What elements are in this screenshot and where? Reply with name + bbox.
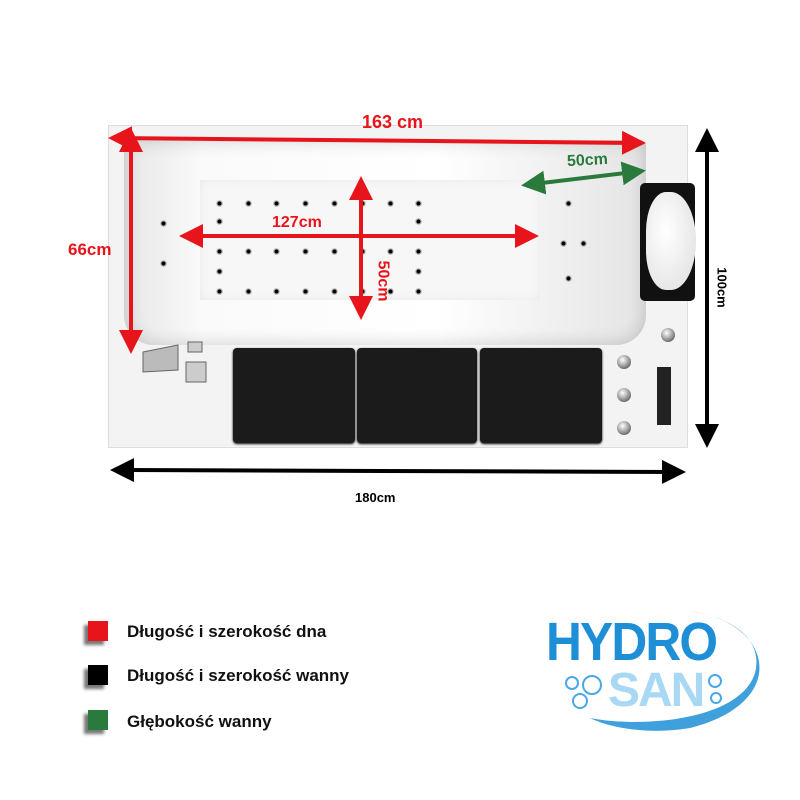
label-bottom-length: 163 cm — [362, 112, 424, 132]
jet-icon — [415, 248, 422, 255]
valve-knob — [617, 421, 631, 435]
jet-icon — [160, 260, 167, 267]
jet-icon — [580, 240, 587, 247]
control-display — [657, 367, 671, 425]
arrow-depth — [521, 161, 646, 195]
label-bottom-width: 66cm — [68, 240, 112, 259]
legend-swatch-green — [88, 710, 108, 730]
valve-knob — [617, 388, 631, 402]
jet-icon — [273, 288, 280, 295]
legend-label-depth: Głębokość wanny — [127, 712, 272, 731]
arrow-tub-length — [110, 458, 686, 484]
logo-swoosh — [565, 611, 760, 731]
hydrosan-logo: HYDRO SAN — [540, 603, 780, 733]
jet-icon — [302, 288, 309, 295]
jet-icon — [415, 268, 422, 275]
legend-swatch-red — [88, 621, 108, 641]
label-depth: 50cm — [566, 150, 609, 171]
jet-icon — [302, 200, 309, 207]
jet-icon — [216, 200, 223, 207]
jet-icon — [331, 288, 338, 295]
label-inner-width: 50cm — [374, 260, 392, 302]
seat-panel-right — [480, 348, 602, 443]
jet-icon — [302, 248, 309, 255]
logo-text-san: SAN — [608, 664, 705, 717]
jet-icon — [387, 288, 394, 295]
jet-icon — [273, 200, 280, 207]
jet-icon — [273, 248, 280, 255]
jet-icon — [160, 220, 167, 227]
jet-icon — [415, 218, 422, 225]
jet-icon — [331, 248, 338, 255]
jet-icon — [565, 275, 572, 282]
jet-icon — [560, 240, 567, 247]
headrest-pillow — [646, 192, 696, 290]
label-tub-width: 100cm — [714, 267, 730, 308]
jet-icon — [415, 288, 422, 295]
label-tub-length: 180cm — [355, 490, 396, 505]
faucet-icon — [142, 341, 207, 383]
valve-knob — [617, 355, 631, 369]
jet-icon — [331, 200, 338, 207]
jet-icon — [387, 248, 394, 255]
legend-swatch-black — [88, 665, 108, 685]
jet-icon — [565, 200, 572, 207]
jet-icon — [245, 200, 252, 207]
jet-icon — [216, 268, 223, 275]
arrow-bottom-length — [108, 126, 646, 155]
jet-icon — [216, 288, 223, 295]
jet-icon — [216, 248, 223, 255]
jet-icon — [245, 288, 252, 295]
legend-label-bottom: Długość i szerokość dna — [127, 622, 327, 641]
jet-icon — [216, 218, 223, 225]
legend-label-tub: Długość i szerokość wanny — [127, 666, 350, 685]
jet-icon — [415, 200, 422, 207]
jet-icon — [387, 200, 394, 207]
seat-panel-center — [357, 348, 477, 443]
jet-icon — [245, 248, 252, 255]
logo-text-hydro: HYDRO — [546, 612, 718, 672]
control-knob — [661, 328, 675, 342]
label-inner-length: 127cm — [272, 214, 322, 231]
seat-panel-left — [233, 348, 355, 443]
